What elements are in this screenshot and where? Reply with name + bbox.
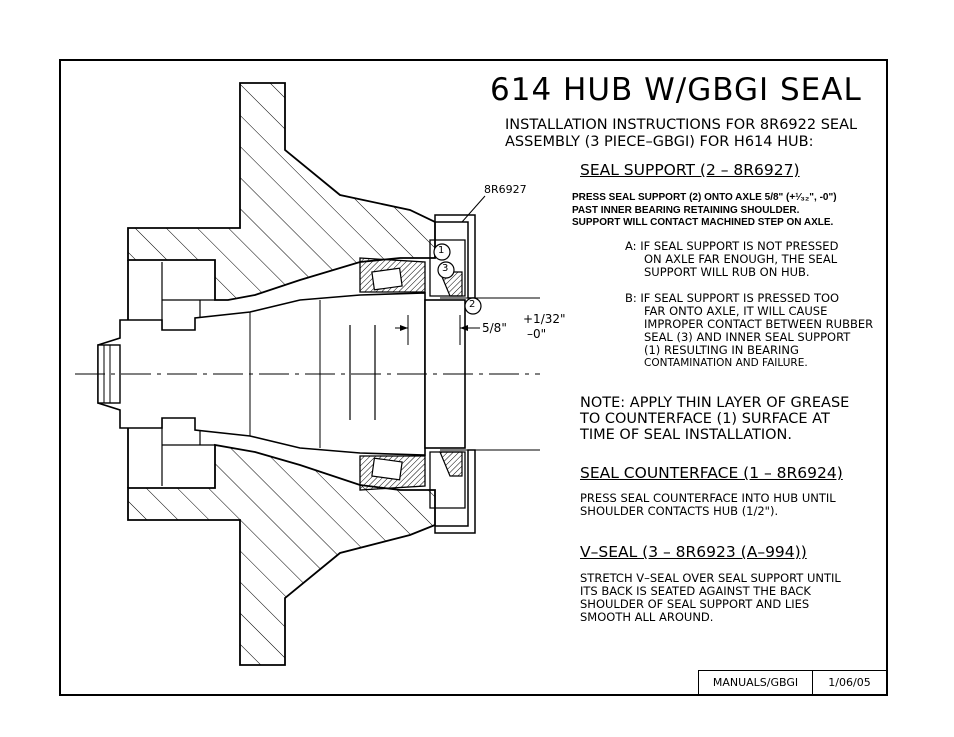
balloon-1 [433,243,451,261]
v-seal-body: STRETCH V–SEAL OVER SEAL SUPPORT UNTIL I… [580,572,841,624]
body-line: PRESS SEAL COUNTERFACE INTO HUB UNTIL [580,491,836,505]
intro-text: INSTALLATION INSTRUCTIONS FOR 8R6922 SEA… [505,117,857,151]
balloon-2 [464,297,482,315]
lower-v-seal [439,451,463,477]
balloon-3 [437,261,455,279]
seal-counterface-body: PRESS SEAL COUNTERFACE INTO HUB UNTIL SH… [580,492,836,518]
intro-line: INSTALLATION INSTRUCTIONS FOR 8R6922 SEA… [505,117,858,133]
balloon-3-label: 3 [442,263,449,274]
note-line: NOTE: APPLY THIN LAYER OF GREASE [580,395,850,411]
seal-support-heading: SEAL SUPPORT (2 – 8R6927) [580,161,800,179]
v-seal-heading: V–SEAL (3 – 8R6923 (A–994)) [580,543,807,561]
seal-support-body: PRESS SEAL SUPPORT (2) ONTO AXLE 5/8" (+… [572,192,837,230]
note-line: TIME OF SEAL INSTALLATION. [580,427,793,443]
part-callout-label: 8R6927 [484,183,527,196]
balloon-1-label: 1 [438,245,445,256]
body-line: SHOULDER OF SEAL SUPPORT AND LIES [580,597,810,611]
note-line: SUPPORT WILL RUB ON HUB. [644,265,810,279]
body-line: SMOOTH ALL AROUND. [580,610,714,624]
seal-counterface-heading: SEAL COUNTERFACE (1 – 8R6924) [580,464,843,482]
hub-lower-section [127,443,436,666]
note-line: B: IF SEAL SUPPORT IS PRESSED TOO [625,291,840,305]
note-line: A: IF SEAL SUPPORT IS NOT PRESSED [625,239,839,253]
dimension-minus: –0" [527,327,547,341]
hub-upper-section [127,82,436,301]
body-line: SUPPORT WILL CONTACT MACHINED STEP ON AX… [572,217,834,228]
body-line: SHOULDER CONTACTS HUB (1/2"). [580,504,779,518]
body-line: STRETCH V–SEAL OVER SEAL SUPPORT UNTIL [580,571,841,585]
dimension-plus: +1/32" [523,312,566,326]
note-line: FAR ONTO AXLE, IT WILL CAUSE [644,304,828,318]
upper-roller [371,267,403,291]
note-line: IMPROPER CONTACT BETWEEN RUBBER [644,317,874,331]
note-line: TO COUNTERFACE (1) SURFACE AT [580,411,830,427]
dimension-main: 5/8" [482,321,507,335]
body-line: PRESS SEAL SUPPORT (2) ONTO AXLE 5/8" (+… [572,192,837,203]
note-line: (1) RESULTING IN BEARING [644,343,799,357]
note-line: CONTAMINATION AND FAILURE. [644,357,808,369]
note-line: SEAL (3) AND INNER SEAL SUPPORT [644,330,851,344]
title-block-doc: MANUALS/GBGI [698,670,812,694]
grease-note: NOTE: APPLY THIN LAYER OF GREASE TO COUN… [580,395,849,443]
body-line: PAST INNER BEARING RETAINING SHOULDER. [572,204,800,216]
lower-roller [371,457,403,481]
body-line: ITS BACK IS SEATED AGAINST THE BACK [580,584,811,598]
page-title: 614 HUB W/GBGI SEAL [490,72,862,108]
note-line: ON AXLE FAR ENOUGH, THE SEAL [644,252,838,266]
title-block-date: 1/06/05 [812,670,886,694]
intro-line: ASSEMBLY (3 PIECE–GBGI) FOR H614 HUB: [505,134,814,150]
balloon-2-label: 2 [469,299,476,310]
seal-support-note-a: A: IF SEAL SUPPORT IS NOT PRESSED ON AXL… [625,240,838,279]
seal-support-note-b: B: IF SEAL SUPPORT IS PRESSED TOO FAR ON… [625,292,873,370]
callout-leader [461,195,486,223]
